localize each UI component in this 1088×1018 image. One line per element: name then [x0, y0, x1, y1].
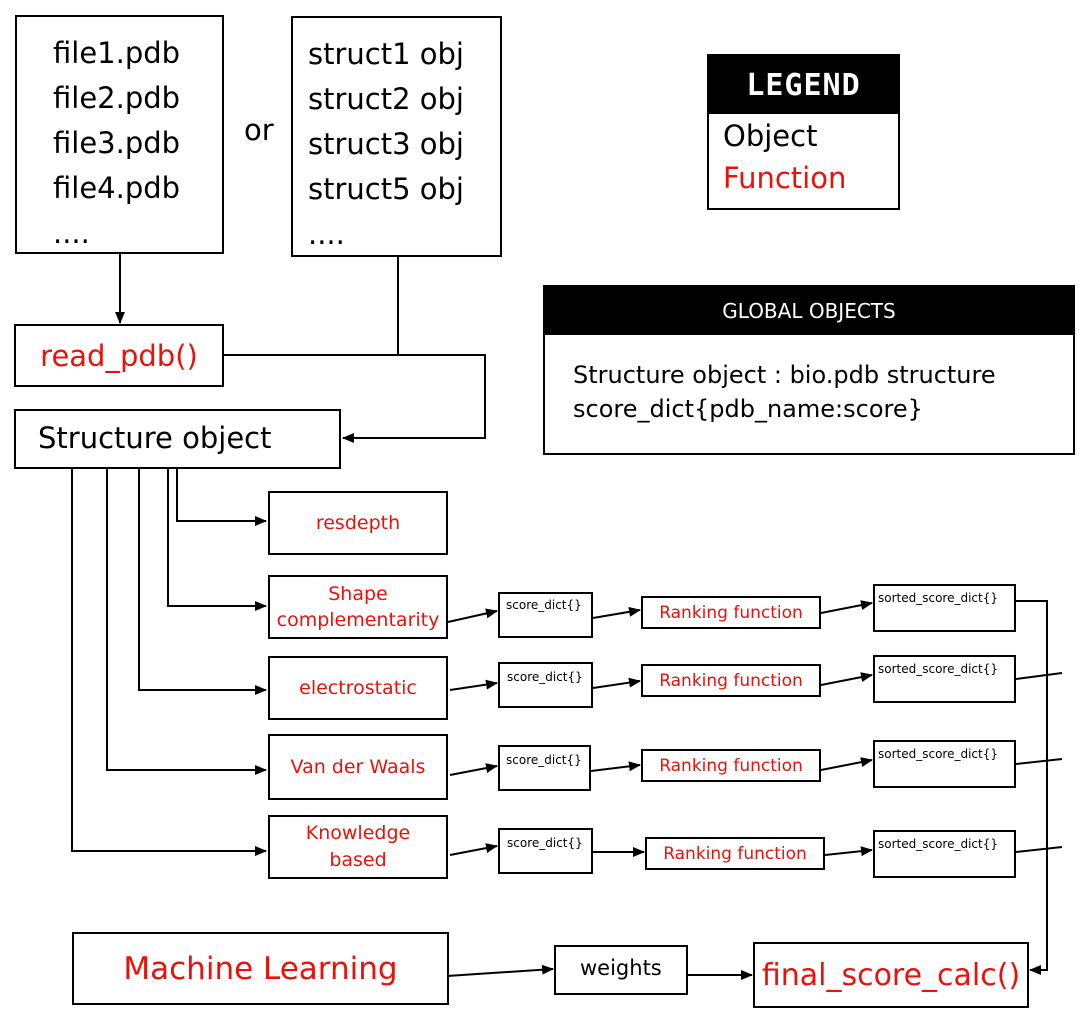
struct-item: struct3 obj: [308, 127, 464, 161]
shape-line2: complementarity: [276, 609, 440, 631]
struct-item: ....: [308, 217, 345, 251]
knowledge-based-function: Knowledge based: [268, 815, 448, 879]
ranking-function: Ranking function: [645, 837, 825, 870]
final-score-calc-function: final_score_calc(): [753, 942, 1029, 1008]
file-item: file1.pdb: [53, 36, 181, 70]
score-dict: score_dict{}: [498, 662, 593, 708]
legend-box: LEGEND Object Function: [707, 54, 900, 210]
sorted-score-dict: sorted_score_dict{}: [873, 830, 1016, 878]
legend-function: Function: [723, 161, 847, 195]
ml-to-weights-arrow: [446, 964, 554, 977]
score-dict: score_dict{}: [498, 828, 593, 874]
struct-item: struct5 obj: [308, 172, 464, 206]
legend-object: Object: [723, 119, 818, 153]
sorted-score-dict: sorted_score_dict{}: [873, 740, 1016, 788]
file-item: ....: [53, 216, 90, 250]
branch-shape: [167, 468, 267, 611]
ranking-function: Ranking function: [641, 664, 821, 697]
resdepth-function: resdepth: [268, 491, 448, 555]
global-objects-title: GLOBAL OBJECTS: [545, 287, 1073, 335]
sorted-score-dict: sorted_score_dict{}: [873, 584, 1016, 632]
vdw-function: Van der Waals: [268, 734, 448, 800]
score-dict: score_dict{}: [498, 592, 593, 638]
branch-vdw: [106, 468, 267, 775]
legend-title: LEGEND: [709, 56, 898, 114]
shape-line1: Shape: [328, 583, 388, 605]
or-label: or: [244, 113, 274, 147]
global-objects-box: GLOBAL OBJECTS Structure object : bio.pd…: [543, 285, 1075, 455]
file-item: file2.pdb: [53, 81, 181, 115]
sorted-score-dict: sorted_score_dict{}: [873, 655, 1016, 703]
electrostatic-function: electrostatic: [268, 656, 448, 720]
file-item: file4.pdb: [53, 171, 181, 205]
sorted-to-final-arrow: [1016, 600, 1048, 975]
global-structure-line: Structure object : bio.pdb structure: [573, 361, 996, 389]
struct-objects-box: struct1 obj struct2 obj struct3 obj stru…: [291, 16, 502, 257]
knowledge-line2: based: [329, 849, 387, 871]
weights-box: weights: [554, 945, 688, 995]
ranking-function: Ranking function: [641, 596, 821, 629]
read-pdb-function: read_pdb(): [14, 324, 224, 387]
file-item: file3.pdb: [53, 126, 181, 160]
machine-learning-box: Machine Learning: [72, 932, 449, 1005]
struct-item: struct2 obj: [308, 82, 464, 116]
knowledge-line1: Knowledge: [305, 822, 411, 844]
global-scoredict-line: score_dict{pdb_name:score}: [573, 395, 923, 423]
ranking-function: Ranking function: [641, 749, 821, 782]
pdb-files-box: file1.pdb file2.pdb file3.pdb file4.pdb …: [15, 15, 224, 254]
struct-item: struct1 obj: [308, 37, 464, 71]
branch-resdepth: [176, 468, 267, 526]
readpdb-to-structure-arrow: [223, 354, 486, 443]
score-dict: score_dict{}: [498, 745, 591, 791]
branch-electrostatic: [138, 468, 267, 695]
branch-knowledge: [71, 468, 267, 856]
shape-complementarity-function: Shape complementarity: [268, 575, 448, 639]
structure-object: Structure object: [14, 409, 341, 469]
